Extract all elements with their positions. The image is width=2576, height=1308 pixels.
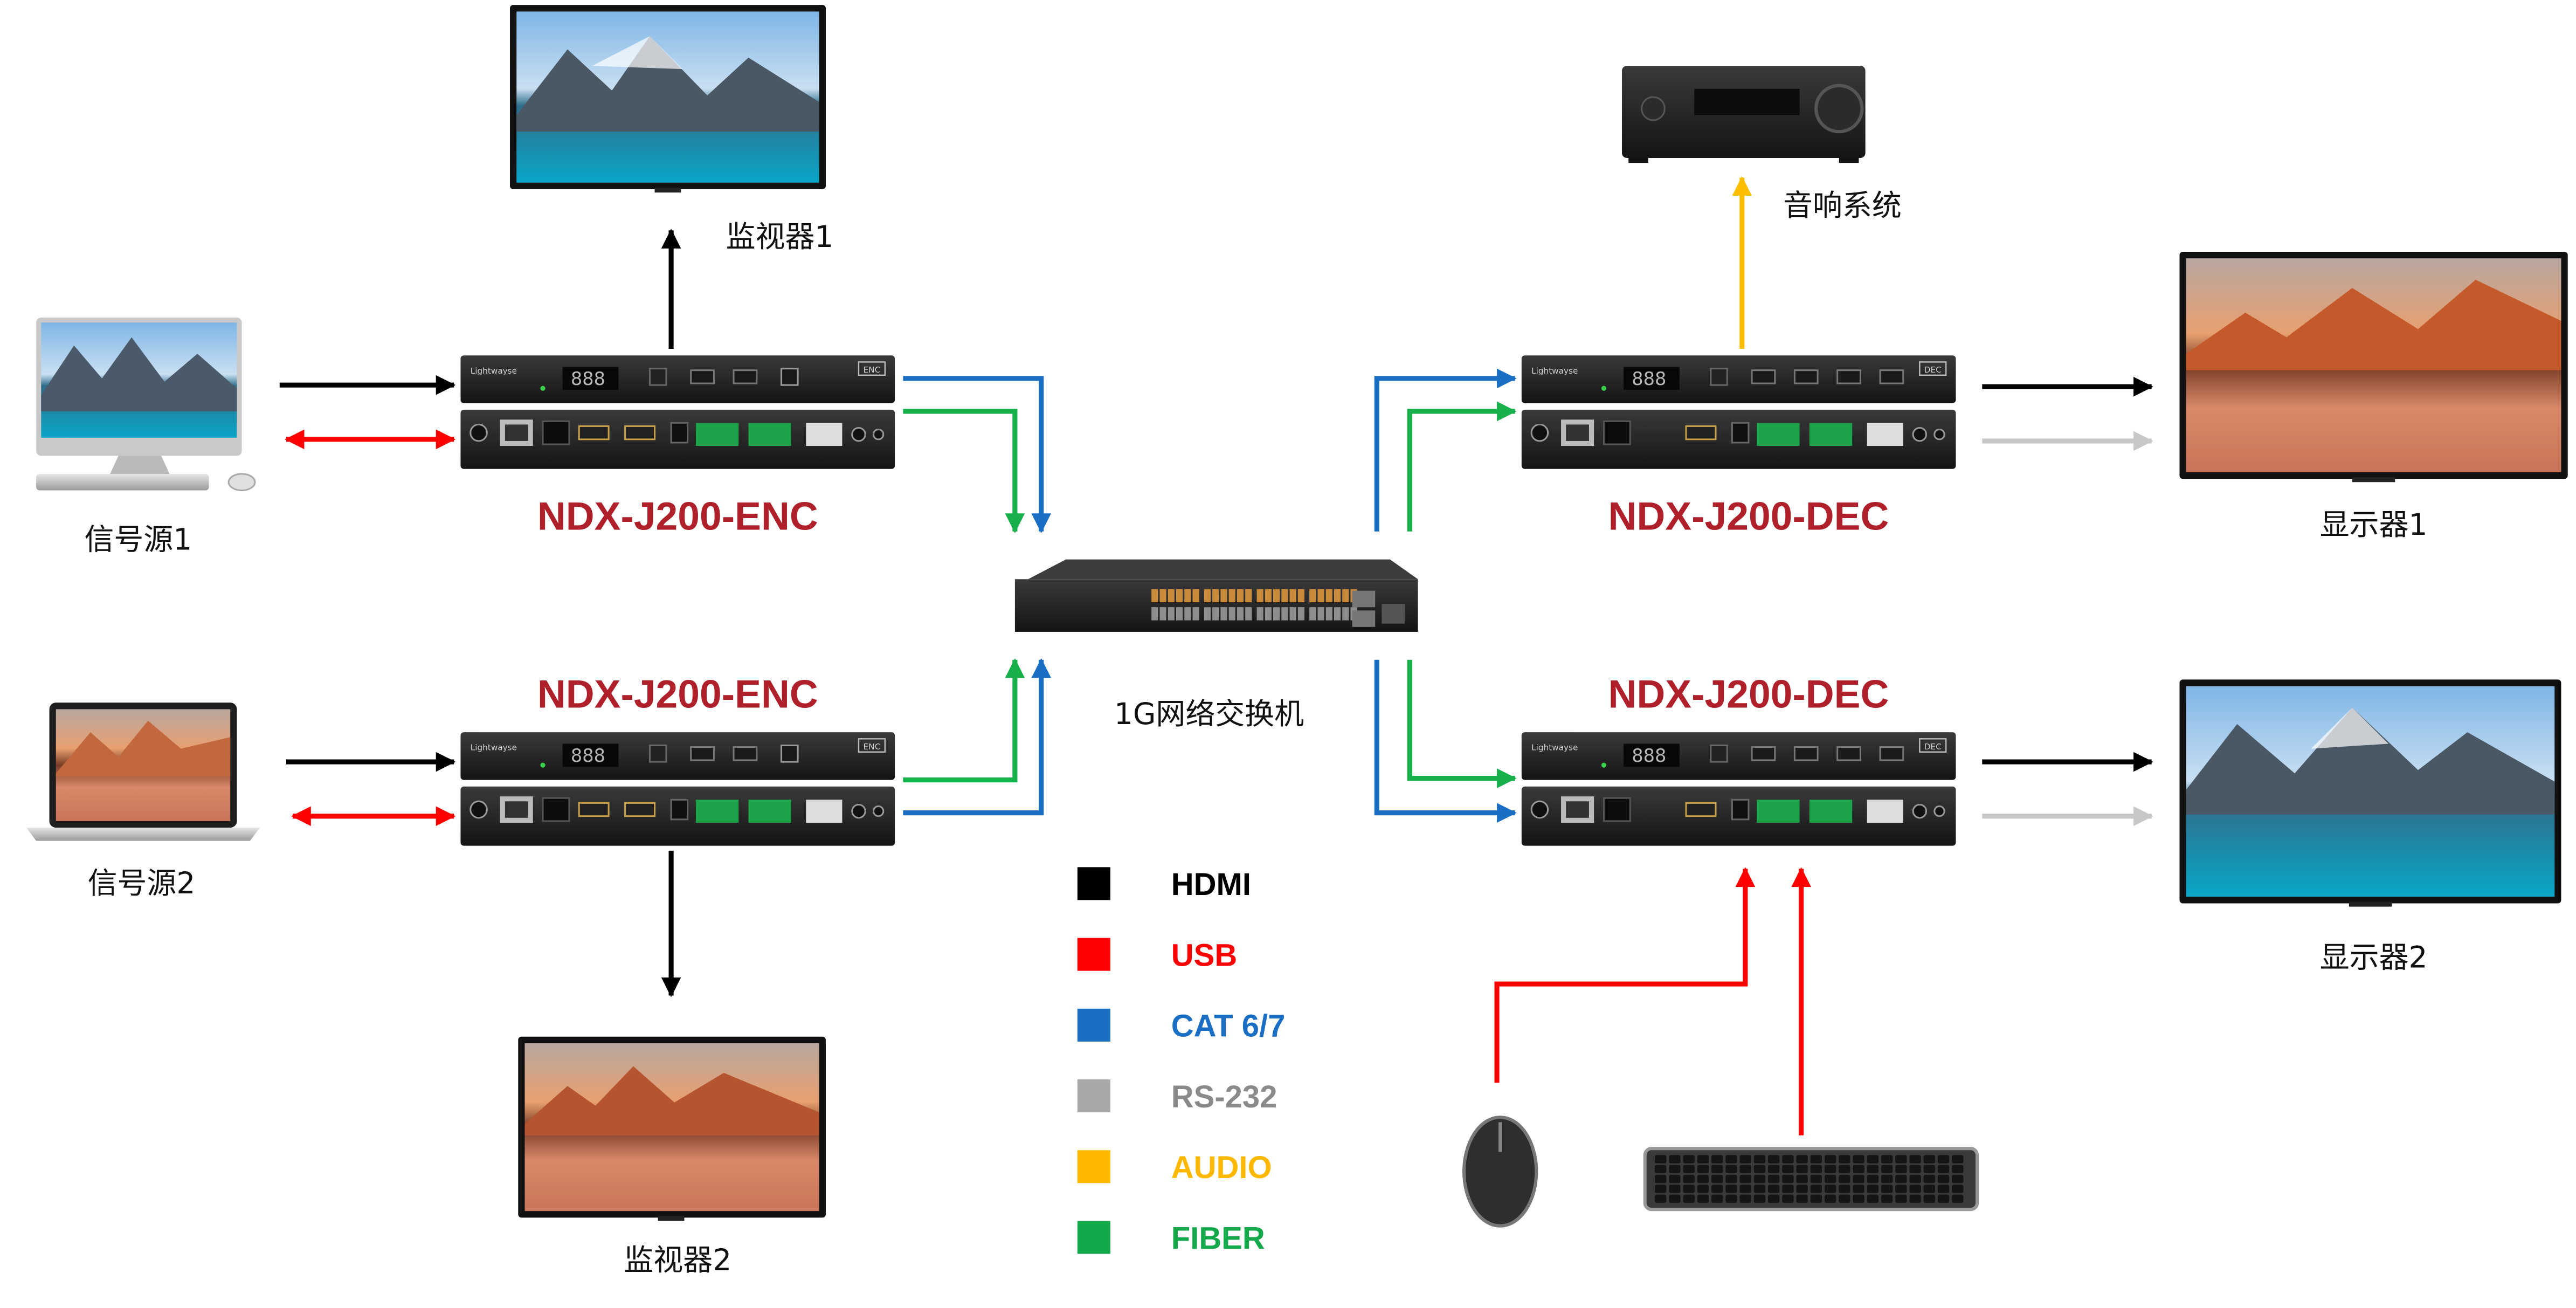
dec-top-model: NDX-J200-DEC: [1608, 494, 1889, 539]
source2-laptop: [26, 703, 260, 841]
audio-label: 音响系统: [1783, 188, 1902, 223]
display1-screen: [2179, 251, 2568, 483]
legend-swatch: [1077, 1150, 1110, 1183]
switch-label: 1G网络交换机: [1114, 697, 1304, 731]
enc-bottom-unit: Lightwayse 888 ENC: [460, 732, 895, 846]
cat-line-dec-top: [1374, 368, 1517, 532]
legend-label: CAT 6/7: [1171, 1009, 1286, 1044]
legend-swatch: [1077, 1079, 1110, 1113]
enc-bottom-model: NDX-J200-ENC: [537, 672, 818, 716]
legend-swatch: [1077, 1008, 1110, 1042]
cat-line-dec-bottom: [1374, 659, 1517, 823]
legend-swatch: [1077, 938, 1110, 971]
legend-label: USB: [1171, 938, 1237, 973]
segment-display: 888: [1632, 368, 1666, 389]
segment-display: 888: [571, 368, 605, 389]
dec-top-unit: Lightwayse 888 DEC: [1521, 355, 1956, 469]
segment-display: 888: [1632, 745, 1666, 766]
display2-screen: [2179, 679, 2561, 907]
network-switch: [1014, 559, 1418, 632]
monitor2-label: 监视器2: [624, 1243, 731, 1277]
fiber-line-dec-top: [1407, 401, 1517, 532]
usb-line-mouse: [1494, 867, 1756, 1083]
legend-label: RS-232: [1171, 1080, 1277, 1114]
brand-logo: Lightwayse: [471, 366, 517, 376]
source1-computer: [36, 318, 256, 491]
segment-display: 888: [571, 745, 605, 766]
monitor2-screen: [518, 1036, 826, 1221]
display1-label: 显示器1: [2320, 507, 2428, 542]
source2-label: 信号源2: [88, 866, 196, 900]
monitor1-screen: [510, 5, 826, 193]
enc-top-model: NDX-J200-ENC: [537, 494, 818, 539]
enc-top-unit: Lightwayse 888 ENC: [460, 355, 895, 469]
unit-badge: ENC: [864, 365, 881, 375]
mouse-device: [1462, 1116, 1538, 1228]
brand-logo: Lightwayse: [1531, 366, 1578, 376]
display2-label: 显示器2: [2320, 940, 2428, 975]
cat-line-enc-top: [903, 376, 1052, 533]
brand-logo: Lightwayse: [1531, 743, 1578, 753]
source1-label: 信号源1: [84, 522, 192, 556]
fiber-line-enc-bottom: [903, 658, 1025, 783]
unit-badge: DEC: [1924, 742, 1942, 752]
unit-badge: DEC: [1924, 365, 1942, 375]
fiber-line-dec-bottom: [1407, 659, 1517, 788]
legend-swatch: [1077, 867, 1110, 900]
dec-bottom-unit: Lightwayse 888 DEC: [1521, 732, 1956, 846]
monitor1-label: 监视器1: [726, 219, 834, 254]
keyboard-device: [1643, 1147, 1979, 1211]
unit-badge: ENC: [864, 742, 881, 752]
brand-logo: Lightwayse: [471, 743, 517, 753]
legend-label: AUDIO: [1171, 1151, 1272, 1185]
audio-receiver: [1621, 66, 1866, 163]
legend-label: HDMI: [1171, 868, 1251, 902]
cat-line-enc-bottom: [903, 658, 1052, 816]
dec-bottom-model: NDX-J200-DEC: [1608, 672, 1889, 716]
legend-label: FIBER: [1171, 1221, 1265, 1256]
legend-swatch: [1077, 1221, 1110, 1254]
fiber-line-enc-top: [903, 409, 1025, 533]
